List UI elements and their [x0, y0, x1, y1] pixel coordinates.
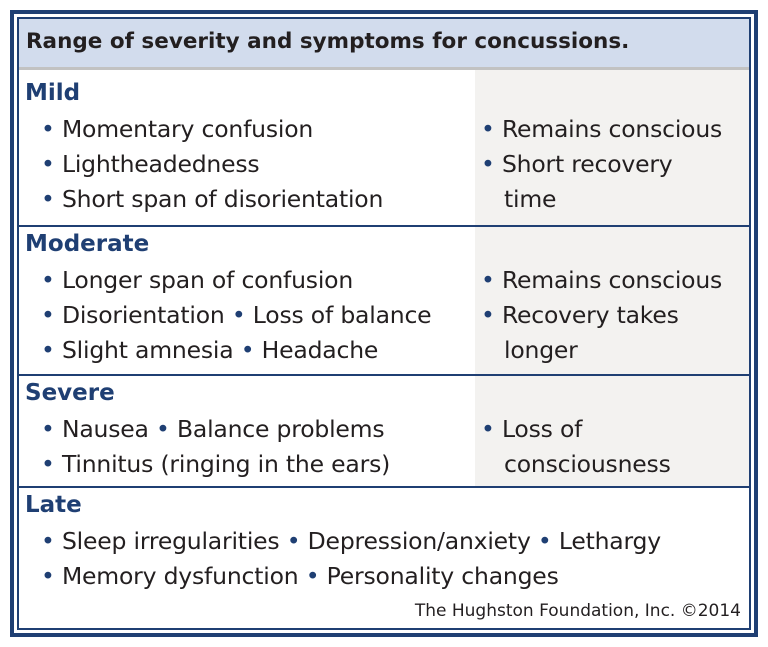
- severe-outcome-1: • Loss of: [481, 415, 583, 443]
- moderate-symptom-2: • Disorientation • Loss of balance: [41, 301, 432, 329]
- copyright-credit: The Hughston Foundation, Inc. ©2014: [414, 601, 741, 621]
- bullet-glyph: •: [286, 527, 301, 555]
- mild-outcome-1: • Remains conscious: [481, 115, 723, 143]
- bullet-glyph: •: [41, 301, 55, 329]
- divider-3: [19, 486, 749, 488]
- mild-symptom-2: • Lightheadedness: [41, 150, 260, 178]
- moderate-outcome-3: longer: [504, 336, 578, 364]
- severity-table: Range of severity and symptoms for concu…: [17, 17, 751, 630]
- bullet-glyph: •: [240, 336, 255, 364]
- divider-1: [19, 225, 749, 227]
- bullet-glyph: •: [481, 115, 495, 143]
- bullet-glyph: •: [481, 301, 495, 329]
- bullet-glyph: •: [41, 185, 55, 213]
- late-symptom-2: • Memory dysfunction • Personality chang…: [41, 562, 559, 590]
- mild-outcome-3: time: [504, 185, 557, 213]
- severe-right-column: [475, 376, 749, 486]
- bullet-glyph: •: [537, 527, 552, 555]
- section-severe: Severe • Nausea • Balance problems • Tin…: [19, 376, 749, 486]
- moderate-right-column: [475, 227, 749, 374]
- bullet-glyph: •: [305, 562, 320, 590]
- mild-heading: Mild: [25, 80, 81, 106]
- bullet-glyph: •: [481, 150, 495, 178]
- bullet-glyph: •: [481, 415, 495, 443]
- mild-symptom-3: • Short span of disorientation: [41, 185, 384, 213]
- table-title: Range of severity and symptoms for concu…: [26, 29, 630, 54]
- bullet-glyph: •: [231, 301, 246, 329]
- bullet-glyph: •: [41, 115, 55, 143]
- mild-right-column: [475, 70, 749, 225]
- severe-heading: Severe: [25, 380, 115, 406]
- moderate-outcome-1: • Remains conscious: [481, 266, 723, 294]
- bullet-glyph: •: [41, 527, 55, 555]
- mild-outcome-2: • Short recovery: [481, 150, 673, 178]
- mild-symptom-1: • Momentary confusion: [41, 115, 314, 143]
- severe-outcome-2: consciousness: [504, 450, 671, 478]
- late-heading: Late: [25, 492, 82, 518]
- bullet-glyph: •: [41, 562, 55, 590]
- title-bar: Range of severity and symptoms for concu…: [19, 19, 749, 70]
- severe-symptom-2: • Tinnitus (ringing in the ears): [41, 450, 391, 478]
- divider-2: [19, 374, 749, 376]
- moderate-heading: Moderate: [25, 231, 150, 257]
- section-mild: Mild • Momentary confusion • Lightheaded…: [19, 70, 749, 225]
- bullet-glyph: •: [41, 150, 55, 178]
- section-moderate: Moderate • Longer span of confusion • Di…: [19, 227, 749, 374]
- late-symptom-1: • Sleep irregularities • Depression/anxi…: [41, 527, 661, 555]
- severe-symptom-1: • Nausea • Balance problems: [41, 415, 385, 443]
- bullet-glyph: •: [41, 450, 55, 478]
- moderate-outcome-2: • Recovery takes: [481, 301, 679, 329]
- bullet-glyph: •: [156, 415, 170, 443]
- bullet-glyph: •: [41, 266, 55, 294]
- bullet-glyph: •: [481, 266, 495, 294]
- bullet-glyph: •: [41, 336, 55, 364]
- bullet-glyph: •: [41, 415, 55, 443]
- moderate-symptom-1: • Longer span of confusion: [41, 266, 354, 294]
- moderate-symptom-3: • Slight amnesia • Headache: [41, 336, 379, 364]
- section-late: Late • Sleep irregularities • Depression…: [19, 488, 749, 628]
